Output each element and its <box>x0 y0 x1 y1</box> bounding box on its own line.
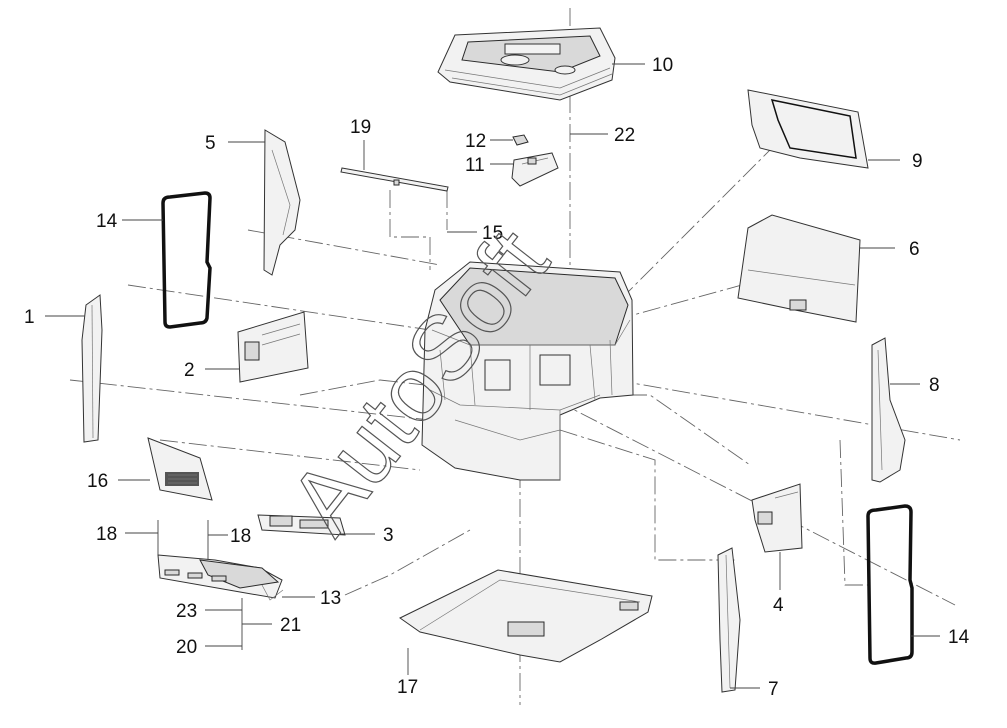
callout-11: 11 <box>465 155 485 176</box>
callout-14-right: 14 <box>948 627 970 648</box>
callout-5: 5 <box>205 133 216 154</box>
callout-18-right: 18 <box>230 526 251 547</box>
leader-lines <box>45 63 940 689</box>
part-right-door-panel <box>751 483 803 553</box>
callout-4: 4 <box>773 595 784 616</box>
callout-2: 2 <box>184 360 195 381</box>
part-vent-panel <box>147 437 213 501</box>
callout-8: 8 <box>929 375 940 396</box>
part-left-door-seal <box>161 191 212 329</box>
part-right-rear-pillar <box>871 337 906 483</box>
part-left-front-pillar <box>81 294 103 443</box>
part-cab-frame <box>421 261 634 481</box>
part-roof-panel <box>437 27 616 101</box>
callout-6: 6 <box>909 239 920 260</box>
callout-12: 12 <box>465 131 486 152</box>
part-dash-facia <box>257 514 346 536</box>
callout-19: 19 <box>350 117 371 138</box>
callout-16: 16 <box>87 471 108 492</box>
part-right-door-seal <box>866 504 914 665</box>
callout-7: 7 <box>768 679 779 700</box>
callout-1: 1 <box>24 307 35 328</box>
part-trim-strip <box>340 167 449 192</box>
part-rear-wall-panel <box>737 214 861 323</box>
callout-10: 10 <box>652 55 673 76</box>
callout-labels: 1 2 3 4 5 6 7 8 9 10 11 12 13 14 14 15 1… <box>24 55 970 700</box>
callout-15: 15 <box>482 223 503 244</box>
part-rear-window <box>747 89 869 169</box>
callout-17: 17 <box>397 677 418 698</box>
part-left-pillar-trim <box>263 129 301 276</box>
callout-13: 13 <box>320 588 341 609</box>
callout-22: 22 <box>614 125 635 146</box>
callout-18-left: 18 <box>96 524 117 545</box>
part-right-front-pillar <box>717 547 741 693</box>
part-switch-block <box>511 152 559 187</box>
callout-14-left: 14 <box>96 211 118 232</box>
callout-23: 23 <box>176 601 197 622</box>
callout-9: 9 <box>912 151 923 172</box>
part-instrument-console <box>157 554 284 601</box>
part-left-door-panel <box>237 311 309 383</box>
callout-21: 21 <box>280 615 301 636</box>
callout-20: 20 <box>176 637 197 658</box>
part-small-plate <box>512 134 529 146</box>
callout-3: 3 <box>383 525 394 546</box>
part-floor-plate <box>399 569 653 663</box>
